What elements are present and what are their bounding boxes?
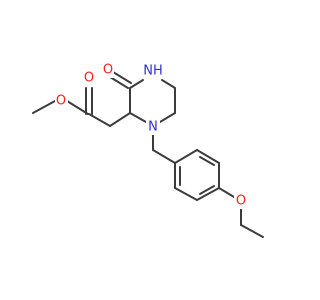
bond-carbonyl-c-ch2 — [88, 113, 111, 127]
bond-methyl-o — [32, 100, 56, 114]
ether-oxygen-label: O — [236, 194, 246, 209]
bond-c3-o-double-2 — [112, 71, 132, 84]
carbonyl-oxygen-ring-bg — [101, 62, 114, 78]
bond-c3-o-double-1 — [109, 76, 129, 89]
molecule-structure-drawing: O O O NH N O — [32, 62, 264, 238]
ester-oxygen-bg — [55, 93, 68, 109]
carbonyl-oxygen-ester-bg — [83, 70, 96, 86]
ring-nh-label: NH — [143, 64, 163, 79]
bond-ar2-ar3 — [174, 187, 198, 201]
ring-nh-bg — [142, 63, 164, 79]
bond-c6-n1 — [159, 112, 176, 123]
bond-ch2-ring-c2 — [109, 112, 131, 127]
bond-ch2-ch3 — [240, 224, 264, 238]
bond-aromatic-inner-2 — [199, 185, 215, 195]
bond-ar6-ar1 — [174, 149, 198, 164]
bond-ar3-ar4 — [196, 187, 220, 201]
bond-c3-n4 — [129, 79, 144, 89]
carbonyl-oxygen-ester-label: O — [84, 71, 94, 86]
bond-ar5-ar6 — [196, 149, 220, 164]
ester-oxygen-label: O — [56, 94, 66, 109]
carbonyl-oxygen-ring-label: O — [103, 63, 113, 78]
ring-n-bg — [146, 119, 160, 135]
bond-o-carbonyl-c — [66, 100, 89, 115]
bond-n4-c5 — [161, 79, 176, 89]
bond-aromatic-inner-3 — [199, 156, 215, 166]
ether-oxygen-bg — [234, 193, 248, 209]
bond-ar4-ether-o — [218, 187, 235, 198]
ring-n-label: N — [148, 120, 158, 135]
bond-ch2-aryl — [152, 149, 176, 164]
bond-n1-c2 — [129, 112, 147, 123]
